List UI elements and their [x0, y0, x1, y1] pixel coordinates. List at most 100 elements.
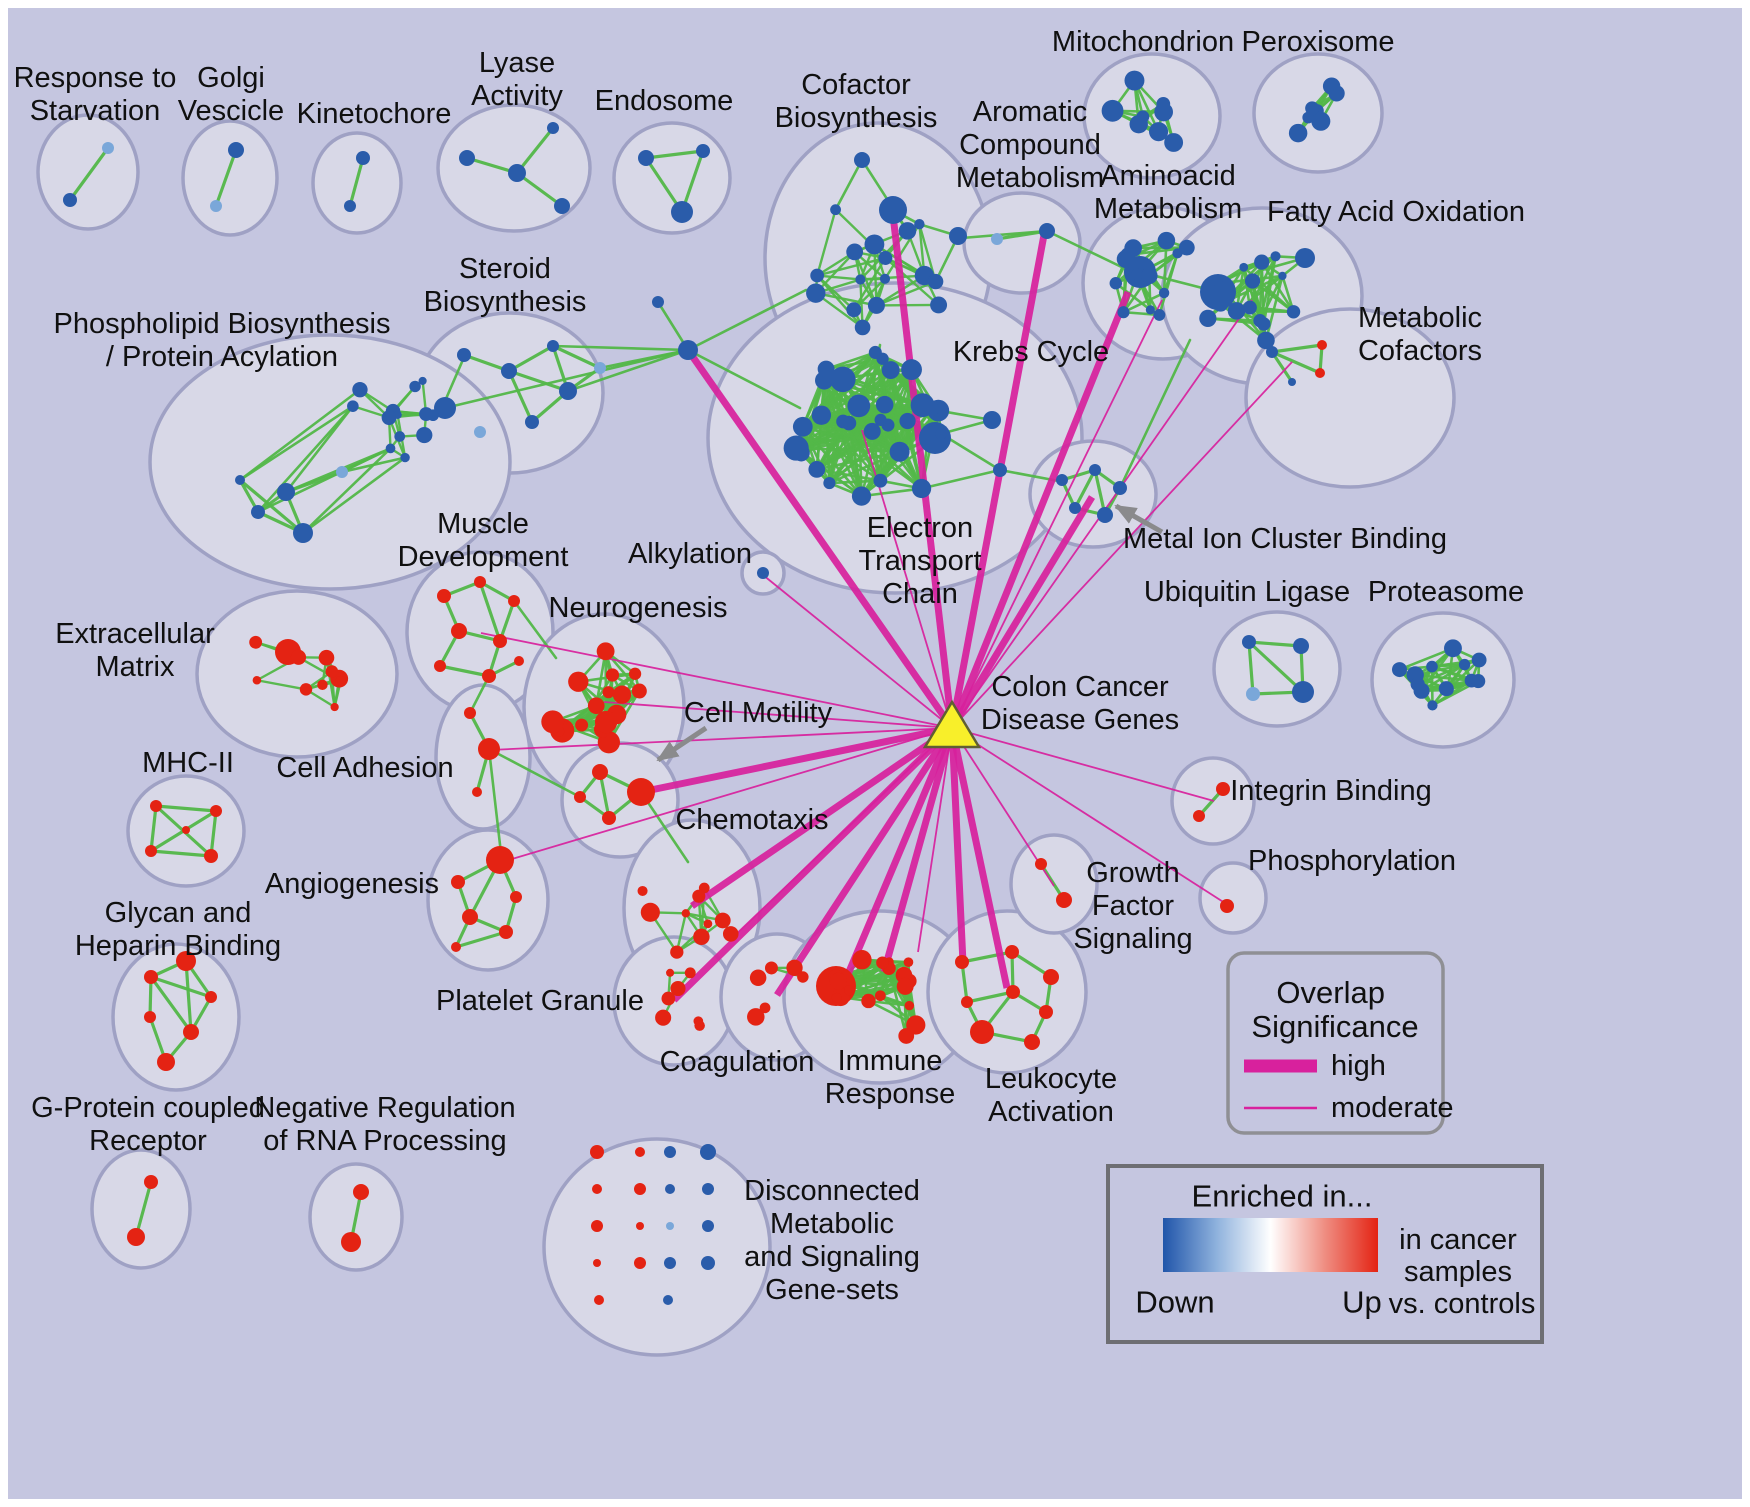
similarity-edge [134, 1180, 153, 1239]
gene-set-node [228, 142, 244, 158]
similarity-edge [487, 747, 582, 799]
gene-set-node [854, 152, 870, 168]
legends: Overlap Significance high moderate Enric… [1106, 951, 1544, 1344]
significance-edge-moderate [951, 727, 1215, 802]
gene-set-node [317, 679, 328, 691]
overlap-legend-title: Overlap Significance [1251, 975, 1418, 1044]
gene-set-node [1257, 331, 1275, 350]
similarity-edge [847, 421, 923, 490]
similarity-edge [965, 990, 1015, 1004]
similarity-edge [1073, 468, 1097, 510]
label-krebs-cycle: Krebs Cycle [953, 336, 1109, 368]
similarity-edge [889, 368, 900, 456]
gene-set-node [700, 1144, 716, 1160]
gene-set-node [176, 951, 196, 971]
gene-set-node [478, 738, 500, 760]
cluster-disconnected-metabolic-and-signaling-gene-sets [542, 1137, 772, 1357]
significance-edge-moderate [917, 727, 953, 953]
gene-set-node [1154, 102, 1173, 122]
gene-set-node [1145, 305, 1155, 315]
label-alkylation: Alkylation [628, 538, 752, 570]
gene-set-node [983, 411, 1001, 429]
gene-set-node [568, 671, 589, 692]
gene-set-node [102, 142, 114, 154]
cluster-metabolic-cofactors [1244, 307, 1456, 489]
similarity-edge [443, 348, 690, 410]
gene-set-node [684, 967, 696, 979]
gene-set-node [864, 234, 885, 255]
similarity-edge [1122, 291, 1166, 314]
gene-set-node [1101, 99, 1124, 122]
similarity-edge [209, 809, 218, 858]
gene-set-node [182, 826, 190, 834]
gene-set-node [1213, 278, 1224, 289]
enriched-in-legend: Enriched in... Down Up in cancer samples… [1106, 1164, 1544, 1344]
gene-set-node [400, 452, 410, 463]
gene-set-node [634, 1257, 646, 1269]
label-platelet-granule: Platelet Granule [436, 985, 644, 1017]
similarity-edge [340, 447, 392, 474]
gene-set-node [663, 1295, 673, 1305]
gene-set-node [508, 164, 526, 182]
gene-set-node [823, 477, 836, 490]
gene-set-node [702, 1220, 714, 1232]
gene-set-node [1113, 481, 1127, 495]
gene-set-node [806, 283, 826, 303]
gene-set-node [612, 685, 632, 704]
gene-set-node [235, 475, 245, 485]
gene-set-node [1242, 300, 1257, 315]
gene-set-node [205, 991, 217, 1003]
gene-set-node [911, 478, 932, 499]
gene-set-node [464, 707, 476, 719]
cluster-aromatic-compound-metabolism [962, 191, 1082, 295]
gene-set-node [1164, 133, 1184, 152]
similarity-edge [149, 975, 213, 999]
similarity-edge [824, 357, 884, 371]
gene-set-node [1069, 502, 1081, 514]
significance-edge-moderate [951, 299, 1163, 729]
gene-set-node [1199, 309, 1217, 327]
gene-set-node [747, 1008, 765, 1026]
gene-set-node [514, 656, 524, 666]
gene-set-node [919, 422, 951, 454]
label-chemotaxis: Chemotaxis [675, 804, 828, 836]
gene-set-node [1039, 223, 1055, 239]
gene-set-node [898, 222, 917, 240]
similarity-edge [815, 274, 862, 281]
gene-set-node [901, 359, 922, 381]
gene-set-node [462, 909, 478, 925]
gene-set-node [681, 909, 691, 918]
similarity-edge [454, 930, 508, 949]
gene-set-node [664, 1257, 676, 1269]
gene-set-node [811, 405, 832, 425]
gene-set-node [451, 875, 465, 889]
gene-set-node [592, 1184, 602, 1194]
gene-set-node [1286, 305, 1301, 319]
gene-set-node [472, 787, 482, 797]
gene-set-node [1242, 635, 1256, 649]
gene-set-node [808, 461, 826, 478]
similarity-edge [828, 420, 845, 485]
gene-set-node [670, 945, 684, 959]
label-mitochondrion: Mitochondrion [1052, 26, 1234, 58]
gene-set-node [810, 268, 825, 283]
gene-set-node [903, 957, 914, 968]
label-cell-adhesion: Cell Adhesion [276, 752, 453, 784]
gene-set-node [670, 980, 686, 997]
gene-set-node [1317, 340, 1327, 350]
gene-set-node [1328, 85, 1345, 102]
similarity-edge [859, 274, 926, 281]
similarity-edge [478, 580, 502, 643]
gene-set-node [474, 576, 486, 588]
label-ubiquitin-ligase: Ubiquitin Ligase [1144, 576, 1350, 608]
gene-set-node [575, 718, 589, 732]
gene-set-node [559, 382, 577, 400]
label-angiogenesis: Angiogenesis [265, 868, 439, 900]
cluster-phosphorylation [1198, 861, 1268, 935]
gene-set-node [703, 919, 713, 929]
gene-set-node [714, 912, 731, 929]
